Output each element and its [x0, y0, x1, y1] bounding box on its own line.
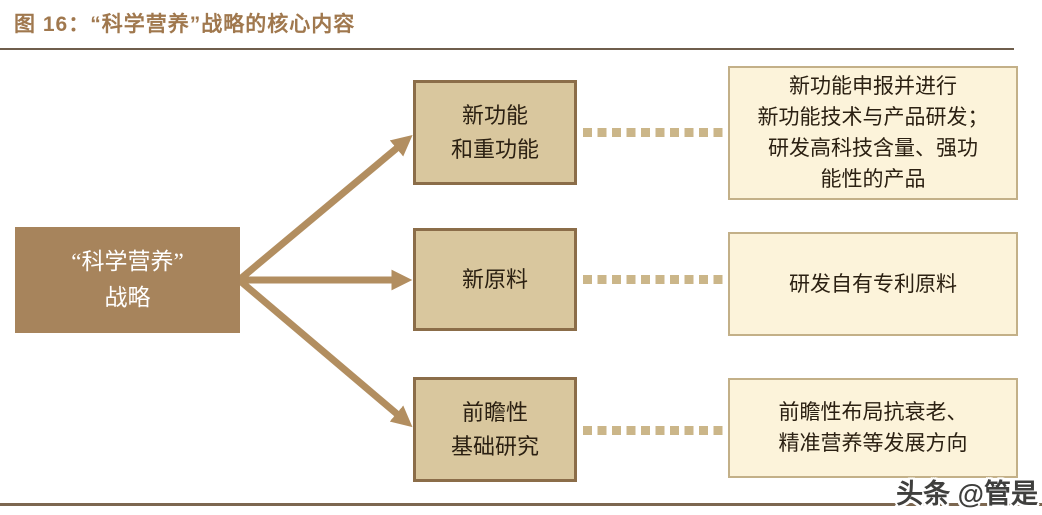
- dotted-connector-1: [583, 128, 725, 137]
- branch-box-new-materials: 新原料: [413, 228, 577, 331]
- detail-box-new-materials: 研发自有专利原料: [728, 232, 1018, 336]
- dotted-connector-3: [583, 426, 725, 435]
- figure-title: 图 16：“科学营养”战略的核心内容: [14, 13, 356, 36]
- strategy-root-box: “科学营养” 战略: [15, 227, 240, 333]
- toutiao-watermark: 头条 @管是: [896, 479, 1038, 509]
- detail-box-forward-research: 前瞻性布局抗衰老、 精准营养等发展方向: [728, 378, 1018, 478]
- bottom-rule: [0, 503, 1042, 506]
- title-rule: [0, 48, 1014, 50]
- arrow-to-branch-1-icon: [236, 134, 413, 283]
- dotted-connector-2: [583, 275, 725, 284]
- arrow-to-branch-3-icon: [236, 277, 413, 428]
- detail-box-new-functions: 新功能申报并进行 新功能技术与产品研发； 研发高科技含量、强功 能性的产品: [728, 66, 1018, 200]
- branch-box-forward-research: 前瞻性 基础研究: [413, 377, 577, 482]
- branch-box-new-functions: 新功能 和重功能: [413, 80, 577, 185]
